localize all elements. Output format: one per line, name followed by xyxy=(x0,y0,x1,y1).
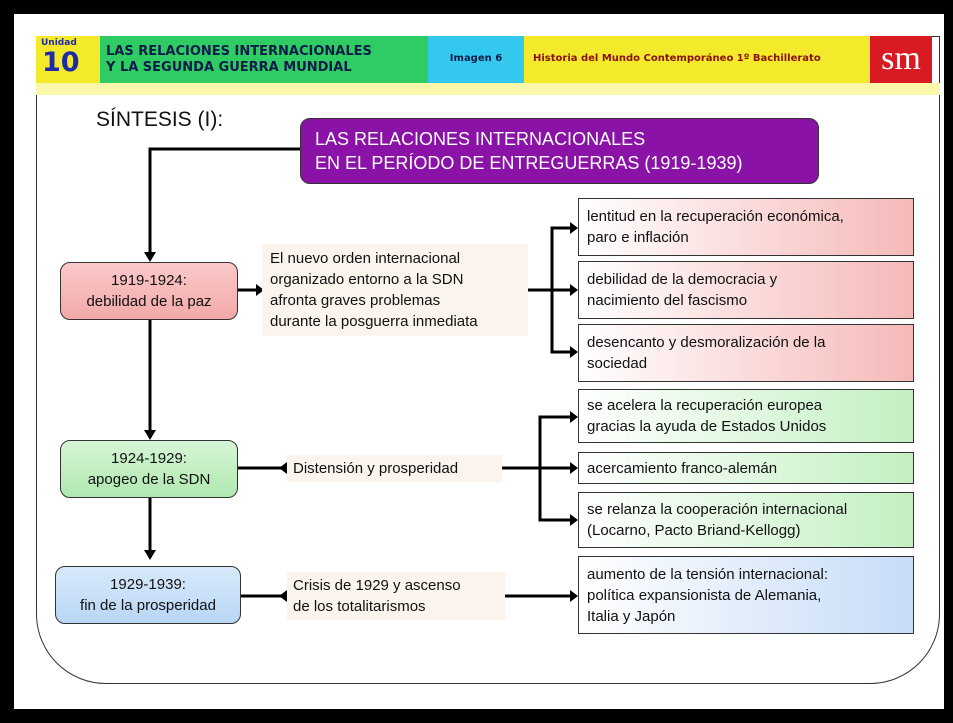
period-label: apogeo de la SDN xyxy=(87,471,211,488)
arrow-head xyxy=(279,462,287,474)
period-box-1919: 1919-1924: debilidad de la paz xyxy=(60,262,238,320)
period-years: 1924-1929: xyxy=(111,450,187,467)
summary-line: Crisis de 1929 y ascenso xyxy=(293,577,461,594)
arrow-head xyxy=(570,514,578,526)
result-line: sociedad xyxy=(587,355,648,372)
result-line: nacimiento del fascismo xyxy=(587,292,748,309)
main-title-line2: EN EL PERÍODO DE ENTREGUERRAS (1919-1939… xyxy=(315,153,743,173)
publisher-logo: sm xyxy=(870,36,932,83)
unit-label: Unidad xyxy=(41,38,77,48)
result-line: se acelera la recuperación europea xyxy=(587,397,823,414)
arrow-head xyxy=(144,430,156,440)
header-band xyxy=(36,83,940,95)
arrow-head xyxy=(144,252,156,262)
period-box-1924: 1924-1929: apogeo de la SDN xyxy=(60,440,238,498)
course-tag: Historia del Mundo Contemporáneo 1º Bach… xyxy=(524,36,870,83)
arrow-head xyxy=(570,284,578,296)
summary-box-1919: El nuevo orden internacional organizado … xyxy=(262,244,528,336)
arrow-head xyxy=(279,590,287,602)
unit-title: LAS RELACIONES INTERNACIONALES Y LA SEGU… xyxy=(100,36,428,83)
period-box-1929: 1929-1939: fin de la prosperidad xyxy=(55,566,241,624)
summary-line: organizado entorno a la SDN xyxy=(270,271,464,288)
arrow-head xyxy=(570,411,578,423)
result-box: aumento de la tensión internacional: pol… xyxy=(578,556,914,634)
arrow-head xyxy=(570,346,578,358)
result-box: acercamiento franco-alemán xyxy=(578,452,914,484)
result-line: política expansionista de Alemania, xyxy=(587,586,822,604)
summary-line: El nuevo orden internacional xyxy=(270,250,461,267)
period-years: 1919-1924: xyxy=(111,272,187,289)
arrow-head xyxy=(570,462,578,474)
unit-number: 10 xyxy=(42,47,80,78)
summary-line: afronta graves problemas xyxy=(270,292,441,309)
result-box: se acelera la recuperación europea graci… xyxy=(578,389,914,443)
arrow-head xyxy=(570,590,578,602)
result-box: desencanto y desmoralización de la socie… xyxy=(578,324,914,382)
result-line: aumento de la tensión internacional: xyxy=(587,565,828,583)
main-title-line1: LAS RELACIONES INTERNACIONALES xyxy=(315,129,646,149)
course-label: Historia del Mundo Contemporáneo 1º Bach… xyxy=(533,53,821,64)
period-label: debilidad de la paz xyxy=(86,293,212,310)
summary-line: durante la posguerra inmediata xyxy=(270,313,478,330)
unit-title-line1: LAS RELACIONES INTERNACIONALES xyxy=(106,44,372,59)
unit-badge: Unidad 10 xyxy=(36,36,100,83)
arrow-head xyxy=(144,550,156,560)
arrow-head xyxy=(570,222,578,234)
result-line: gracias la ayuda de Estados Unidos xyxy=(587,418,827,435)
period-label: fin de la prosperidad xyxy=(80,597,216,614)
result-line: paro e inflación xyxy=(587,229,689,246)
unit-title-line2: Y LA SEGUNDA GUERRA MUNDIAL xyxy=(106,60,352,75)
arrow-head xyxy=(256,284,264,296)
result-box: lentitud en la recuperación económica, p… xyxy=(578,198,914,256)
main-title-box: LAS RELACIONES INTERNACIONALES EN EL PER… xyxy=(300,118,819,184)
result-line: debilidad de la democracia y xyxy=(587,271,778,288)
image-label: Imagen 6 xyxy=(449,53,503,64)
result-box: se relanza la cooperación internacional … xyxy=(578,492,914,548)
result-line: (Locarno, Pacto Briand-Kellogg) xyxy=(587,522,801,539)
result-line: desencanto y desmoralización de la xyxy=(587,334,826,351)
result-line: lentitud en la recuperación económica, xyxy=(587,208,844,225)
image-tag: Imagen 6 xyxy=(428,36,524,83)
summary-line: de los totalitarismos xyxy=(293,598,426,615)
result-line: Italia y Japón xyxy=(587,607,676,625)
synthesis-heading: SÍNTESIS (I): xyxy=(96,108,224,131)
summary-box-1924: Distensión y prosperidad xyxy=(287,455,502,482)
summary-box-1929: Crisis de 1929 y ascenso de los totalita… xyxy=(287,572,505,620)
result-line: se relanza la cooperación internacional xyxy=(587,501,848,518)
result-box: debilidad de la democracia y nacimiento … xyxy=(578,261,914,319)
period-years: 1929-1939: xyxy=(110,576,186,593)
result-line: acercamiento franco-alemán xyxy=(587,459,778,477)
summary-line: Distensión y prosperidad xyxy=(293,460,459,477)
logo-text: sm xyxy=(881,40,921,77)
